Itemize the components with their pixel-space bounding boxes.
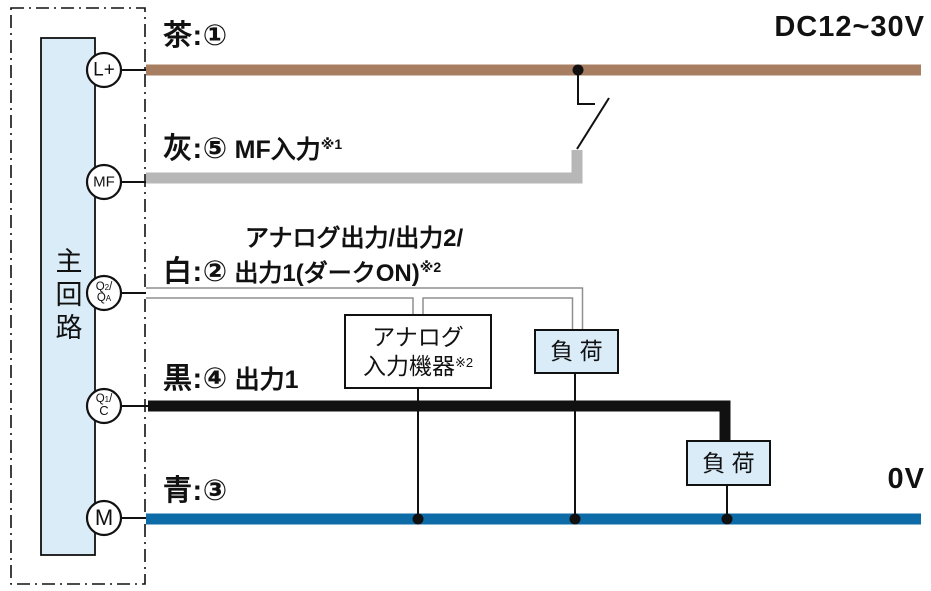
terminal-circle-mf <box>85 163 123 201</box>
wire-white-inner <box>146 288 582 332</box>
terminal-circle-lplus <box>85 51 123 89</box>
wire-black-output1 <box>148 400 731 443</box>
analog-input-device-box: アナログ 入力機器※2 <box>344 314 492 389</box>
terminal-label-mf: MF <box>93 173 115 191</box>
label-gray-wire: 灰:⑤ MF入力※1 <box>163 133 343 165</box>
terminal-label-q2qa: Q2/QA <box>95 281 113 304</box>
terminal-circle-q1c <box>85 387 123 425</box>
wire-gray-mf-input <box>146 150 583 184</box>
label-ground-voltage: 0V <box>887 463 925 495</box>
load-box-top: 負 荷 <box>534 329 619 374</box>
sensor-boundary-dashed-box <box>10 7 146 585</box>
analog-input-device-line2: 入力機器※2 <box>362 352 474 379</box>
switch-fixed-contact <box>577 70 595 105</box>
switch-blade <box>576 97 610 150</box>
label-black-wire: 黒:④ 出力1 <box>163 363 299 395</box>
analog-input-device-line1: アナログ <box>372 323 464 350</box>
label-white-wire-line2: 白:② 出力1(ダークON)※2 <box>163 256 442 288</box>
terminal-circle-q2qa <box>85 274 123 312</box>
load-box-bottom: 負 荷 <box>686 440 771 486</box>
main-circuit-label: 主回路 <box>55 247 83 343</box>
main-circuit-rect <box>40 37 96 556</box>
label-white-wire-line1: アナログ出力/出力2/ <box>245 225 464 252</box>
terminal-label-q1c: Q1/C <box>95 393 113 418</box>
junction-dot-0v-3 <box>721 513 733 525</box>
terminal-circle-m <box>85 499 123 537</box>
junction-dot-0v-2 <box>569 513 581 525</box>
terminal-label-m: M <box>94 505 114 530</box>
terminal-label-lplus: L+ <box>93 59 115 81</box>
label-blue-wire: 青:③ <box>163 475 228 507</box>
junction-dot-0v-1 <box>412 513 424 525</box>
label-supply-voltage: DC12~30V <box>774 11 925 43</box>
label-brown-wire: 茶:① <box>163 20 228 52</box>
